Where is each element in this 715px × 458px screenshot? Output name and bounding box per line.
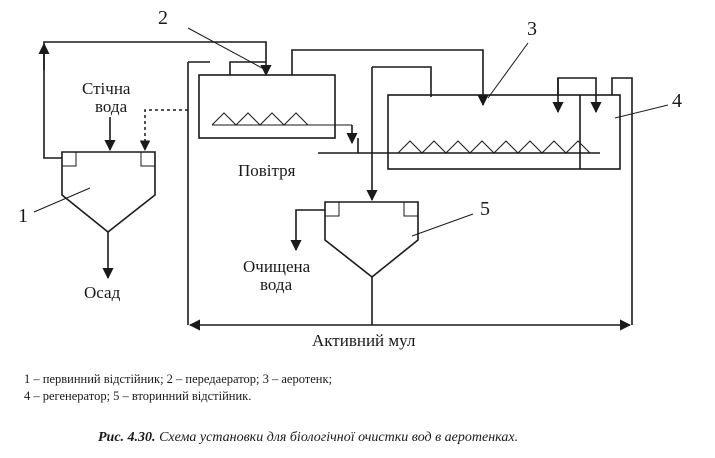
secondary-settler	[324, 201, 419, 279]
figure-caption: Рис. 4.30. Схема установки для біологічн…	[98, 430, 518, 445]
label-number-1: 1	[18, 205, 28, 227]
primary-settler	[61, 151, 156, 234]
active-sludge-label: Активний мул	[312, 331, 416, 350]
preaerator-to-aerotank-line	[291, 49, 489, 107]
figure-caption-text: Схема установки для біологічної очистки …	[156, 430, 519, 445]
legend-line-2: 4 – регенератор; 5 – вторинний відстійни…	[24, 389, 251, 403]
figure-caption-prefix: Рис. 4.30.	[98, 430, 156, 445]
aerotank-to-settler5-line	[372, 66, 432, 200]
settler1-to-preaerator-line	[43, 41, 272, 159]
label-number-3: 3	[527, 18, 537, 40]
legend-line-1: 1 – первинний відстійник; 2 – передаерат…	[24, 372, 332, 386]
wastewater-label-line1: Стічна	[82, 79, 131, 98]
dashed-return-line	[139, 109, 188, 152]
treated-water-label-line2: вода	[260, 275, 293, 294]
treated-water-label-line1: Очищена	[243, 257, 311, 276]
pre-aerator	[198, 74, 352, 139]
label-number-2: 2	[158, 7, 168, 29]
sludge-label: Осад	[84, 283, 121, 302]
treated-water-arrow	[290, 209, 325, 252]
aerotank	[387, 94, 621, 170]
air-label: Повітря	[238, 161, 296, 180]
label-number-4: 4	[672, 90, 682, 112]
label-number-5: 5	[480, 198, 490, 220]
wastewater-label-line2: вода	[95, 97, 128, 116]
